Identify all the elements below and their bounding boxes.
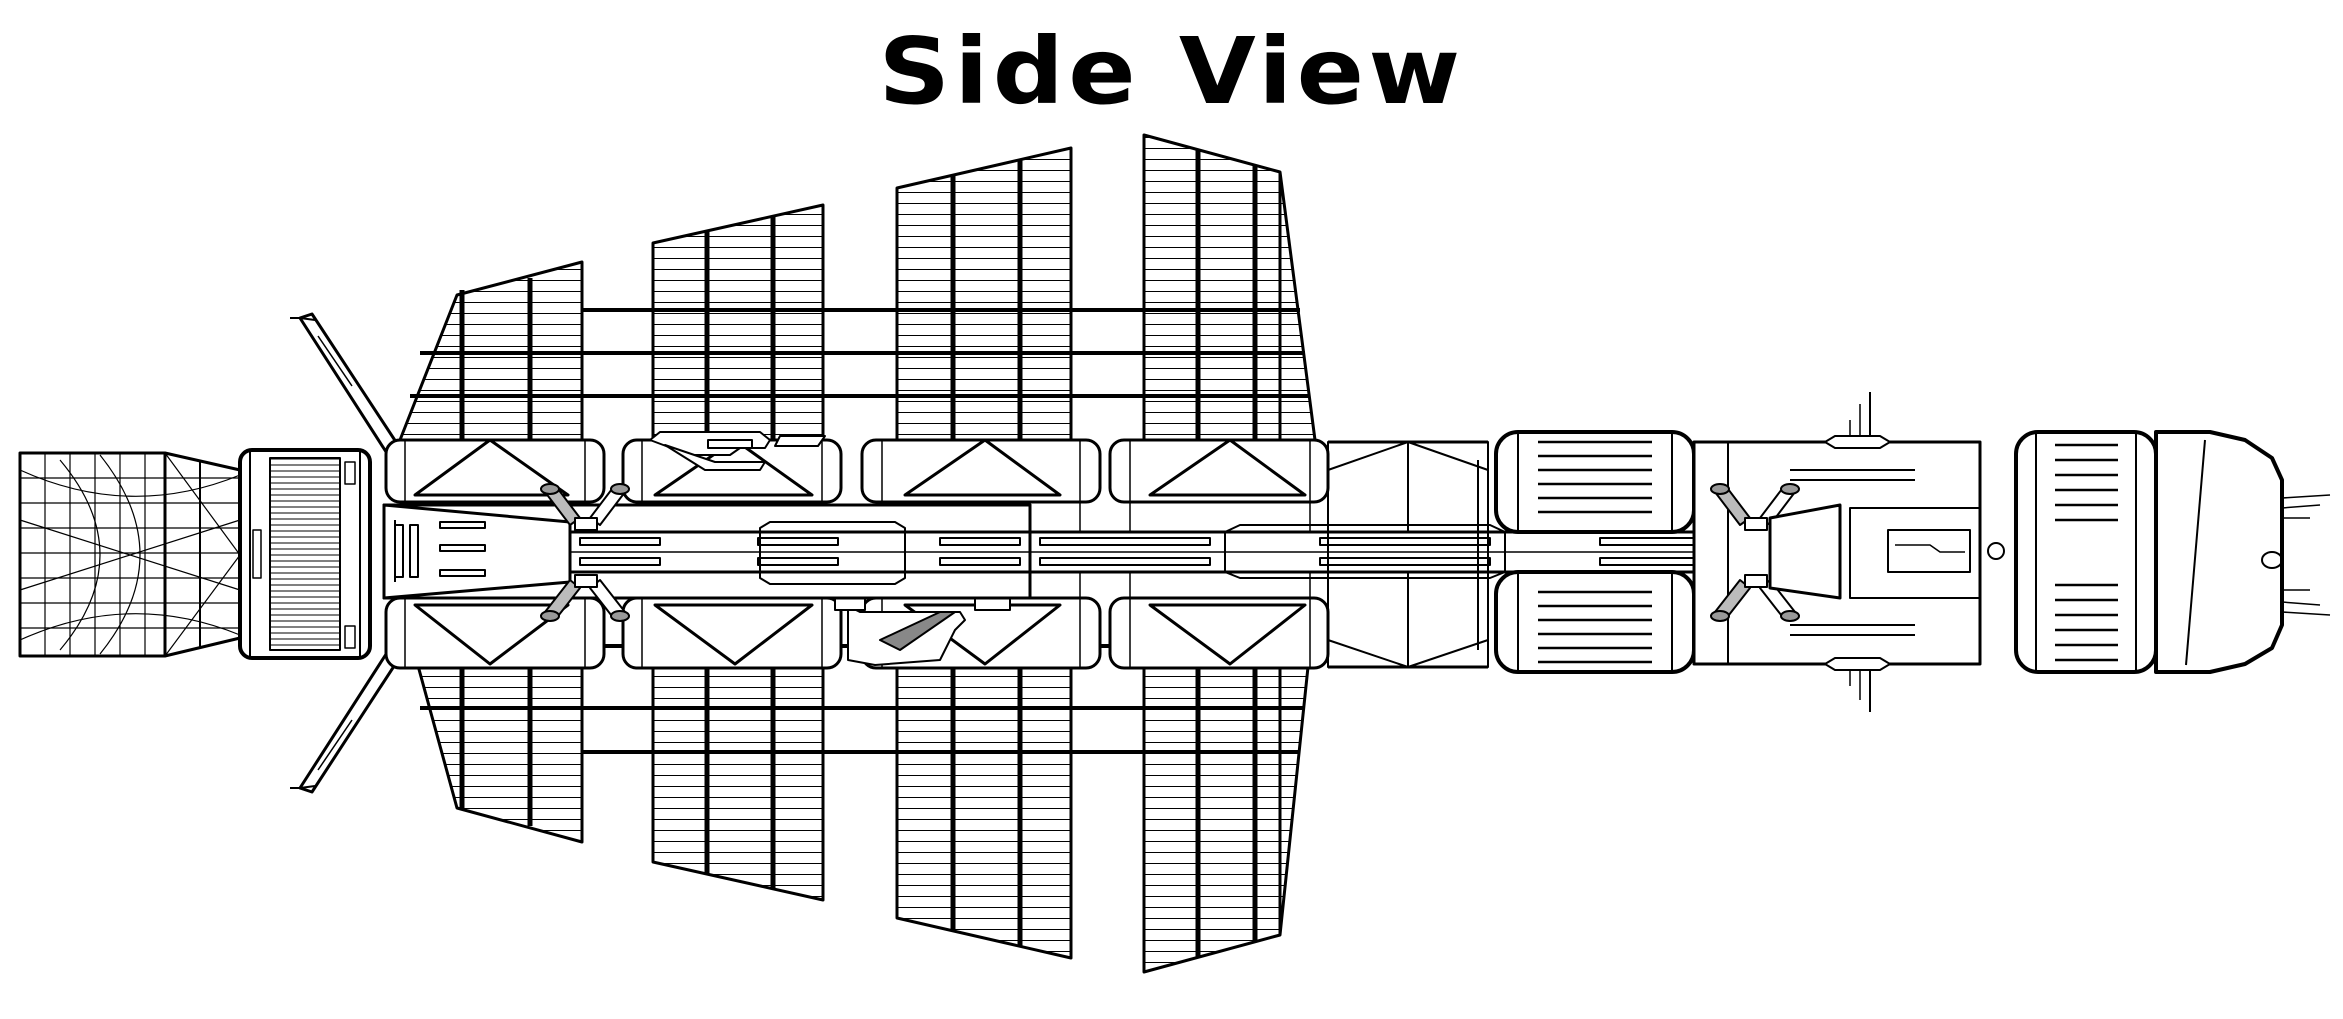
command-section — [1694, 392, 2004, 712]
diagram-title: Side View — [878, 18, 1465, 125]
engine-block — [240, 450, 370, 658]
truss-section — [1328, 442, 1488, 667]
panel-2-upper — [653, 205, 823, 440]
engine-nozzle — [20, 453, 240, 656]
surface-greebles — [650, 432, 1010, 665]
central-spine — [384, 505, 1770, 598]
angled-fins — [290, 314, 398, 792]
thruster-cluster-aft — [541, 484, 629, 621]
forward-hab-cylinder-1 — [1496, 432, 1694, 672]
forward-hab-cylinder-2 — [2016, 432, 2156, 672]
thruster-cluster-fore — [1711, 484, 1840, 621]
bow-section — [2156, 432, 2330, 672]
